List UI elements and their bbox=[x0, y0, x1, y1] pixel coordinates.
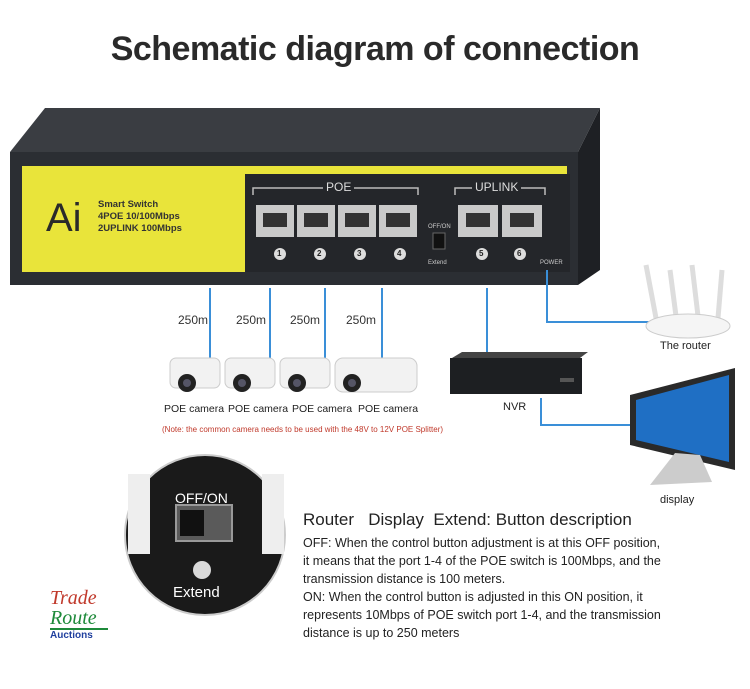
camera-2 bbox=[224, 357, 276, 392]
distance-label-3: 250m bbox=[290, 313, 321, 327]
switch-brand: Ai bbox=[46, 196, 82, 240]
distance-label-1: 250m bbox=[178, 313, 209, 327]
distance-label-4: 250m bbox=[346, 313, 377, 327]
description-line-3: transmission distance is 100 meters. bbox=[303, 572, 506, 586]
distance-label-2: 250m bbox=[236, 313, 267, 327]
port-number-1: 1 bbox=[277, 249, 282, 258]
description-heading: Router Display Extend: Button descriptio… bbox=[303, 510, 632, 529]
trade-route-logo: Trade Route Auctions bbox=[50, 588, 130, 641]
port-number-4: 4 bbox=[397, 249, 402, 258]
camera-label-2: POE camera bbox=[228, 403, 289, 415]
switch-extend-label: Extend bbox=[428, 260, 447, 266]
closeup-offon-label: OFF/ON bbox=[175, 490, 228, 506]
camera-label-1: POE camera bbox=[164, 403, 225, 415]
uplink-ports bbox=[458, 205, 542, 237]
camera-label-3: POE camera bbox=[292, 403, 353, 415]
camera-1 bbox=[169, 357, 221, 392]
display-device bbox=[630, 368, 735, 485]
port-number-6: 6 bbox=[517, 249, 522, 258]
cables bbox=[209, 270, 652, 426]
port-number-2: 2 bbox=[317, 249, 322, 258]
description-line-6: distance is up to 250 meters bbox=[303, 626, 460, 640]
description-line-2: it means that the port 1-4 of the POE sw… bbox=[303, 554, 661, 568]
nvr-label: NVR bbox=[503, 401, 527, 413]
page-title: Schematic diagram of connection bbox=[110, 30, 640, 68]
router-label: The router bbox=[660, 340, 711, 352]
camera-3 bbox=[279, 357, 331, 392]
poe-ports bbox=[256, 205, 417, 237]
description-line-1: OFF: When the control button adjustment … bbox=[303, 536, 661, 550]
logo-word-trade: Trade bbox=[50, 587, 97, 609]
port-number-5: 5 bbox=[479, 249, 484, 258]
cameras bbox=[169, 357, 418, 393]
display-label: display bbox=[660, 494, 695, 506]
description-line-4: ON: When the control button is adjusted … bbox=[303, 590, 643, 604]
switch-spec-line2: 4POE 10/100Mbps bbox=[98, 211, 180, 222]
logo-word-auctions: Auctions bbox=[50, 630, 93, 641]
switch-side bbox=[578, 108, 600, 285]
uplink-group-label: UPLINK bbox=[472, 180, 522, 194]
splitter-note: (Note: the common camera needs to be use… bbox=[162, 425, 444, 434]
extend-toggle bbox=[432, 232, 446, 250]
logo-word-route: Route bbox=[50, 608, 108, 630]
nvr-device bbox=[450, 352, 588, 394]
poe-group-label: POE bbox=[323, 180, 355, 194]
switch-spec-line1: Smart Switch bbox=[98, 199, 159, 210]
router-device bbox=[643, 264, 731, 339]
switch-spec-line3: 2UPLINK 100Mbps bbox=[98, 223, 182, 234]
description-line-5: represents 10Mbps of POE switch port 1-4… bbox=[303, 608, 661, 622]
camera-4 bbox=[334, 357, 418, 393]
switch-offon-label: OFF/ON bbox=[428, 224, 451, 230]
switch-spec: Smart Switch 4POE 10/100Mbps 2UPLINK 100… bbox=[98, 199, 182, 235]
closeup-extend-label: Extend bbox=[173, 584, 220, 601]
switch-top-surface bbox=[10, 108, 600, 152]
camera-label-4: POE camera bbox=[358, 403, 419, 415]
port-number-3: 3 bbox=[357, 249, 362, 258]
closeup-circle bbox=[124, 454, 286, 616]
switch-power-label: POWER bbox=[540, 260, 563, 266]
